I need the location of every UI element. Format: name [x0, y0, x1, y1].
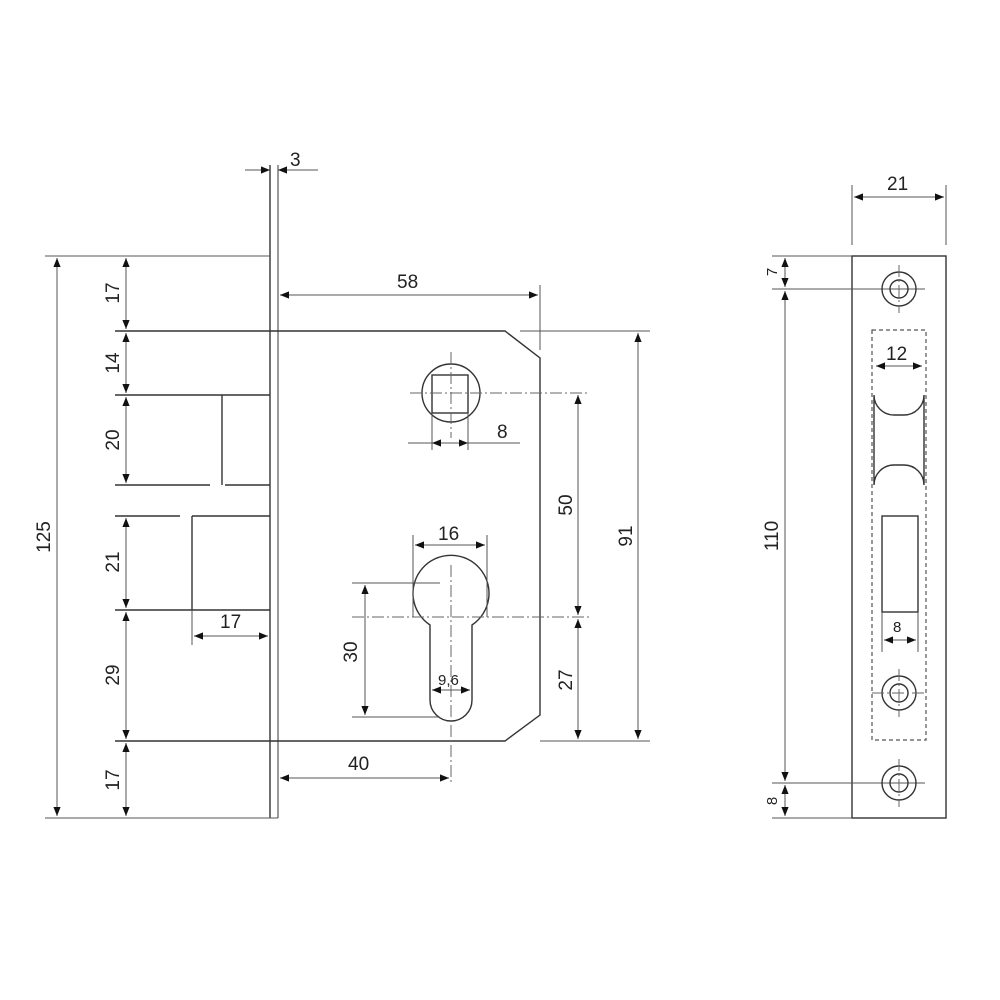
lock-body-view: 3 58 8 50 91 27 16 30 9,6 [34, 150, 650, 819]
faceplate-view: 21 7 12 8 110 [762, 174, 947, 819]
dim-spindle-to-cylinder: 50 [556, 494, 577, 515]
dim-hole-spacing: 110 [762, 521, 783, 551]
dim-cylinder-slot: 9,6 [438, 672, 459, 689]
dim-case-height: 91 [616, 525, 637, 546]
dim-cylinder-to-bottom: 27 [556, 669, 577, 690]
dim-cylinder-width: 16 [438, 524, 459, 545]
dim-backset-handle: 58 [397, 272, 418, 293]
dim-chain-1: 17 [103, 282, 124, 303]
dim-cylinder-height: 30 [341, 641, 362, 662]
dim-bolt-opening: 8 [893, 619, 901, 636]
dim-chain-4: 21 [103, 551, 124, 572]
dim-latch-opening: 12 [886, 344, 907, 365]
dim-chain-5: 29 [103, 664, 124, 685]
dim-overall-height: 125 [34, 521, 55, 553]
dim-faceplate-thickness: 3 [290, 150, 301, 171]
dim-chain-3: 20 [103, 429, 124, 450]
dim-bottom-hole-offset: 8 [764, 797, 781, 805]
dim-chain-6: 17 [103, 769, 124, 790]
dim-chain-2: 14 [103, 352, 124, 374]
dim-latch-projection: 17 [220, 612, 241, 633]
dim-faceplate-width: 21 [887, 174, 908, 195]
dim-spindle-square: 8 [497, 422, 508, 443]
dim-backset-cylinder: 40 [348, 754, 369, 775]
dim-top-hole-offset: 7 [764, 268, 781, 276]
